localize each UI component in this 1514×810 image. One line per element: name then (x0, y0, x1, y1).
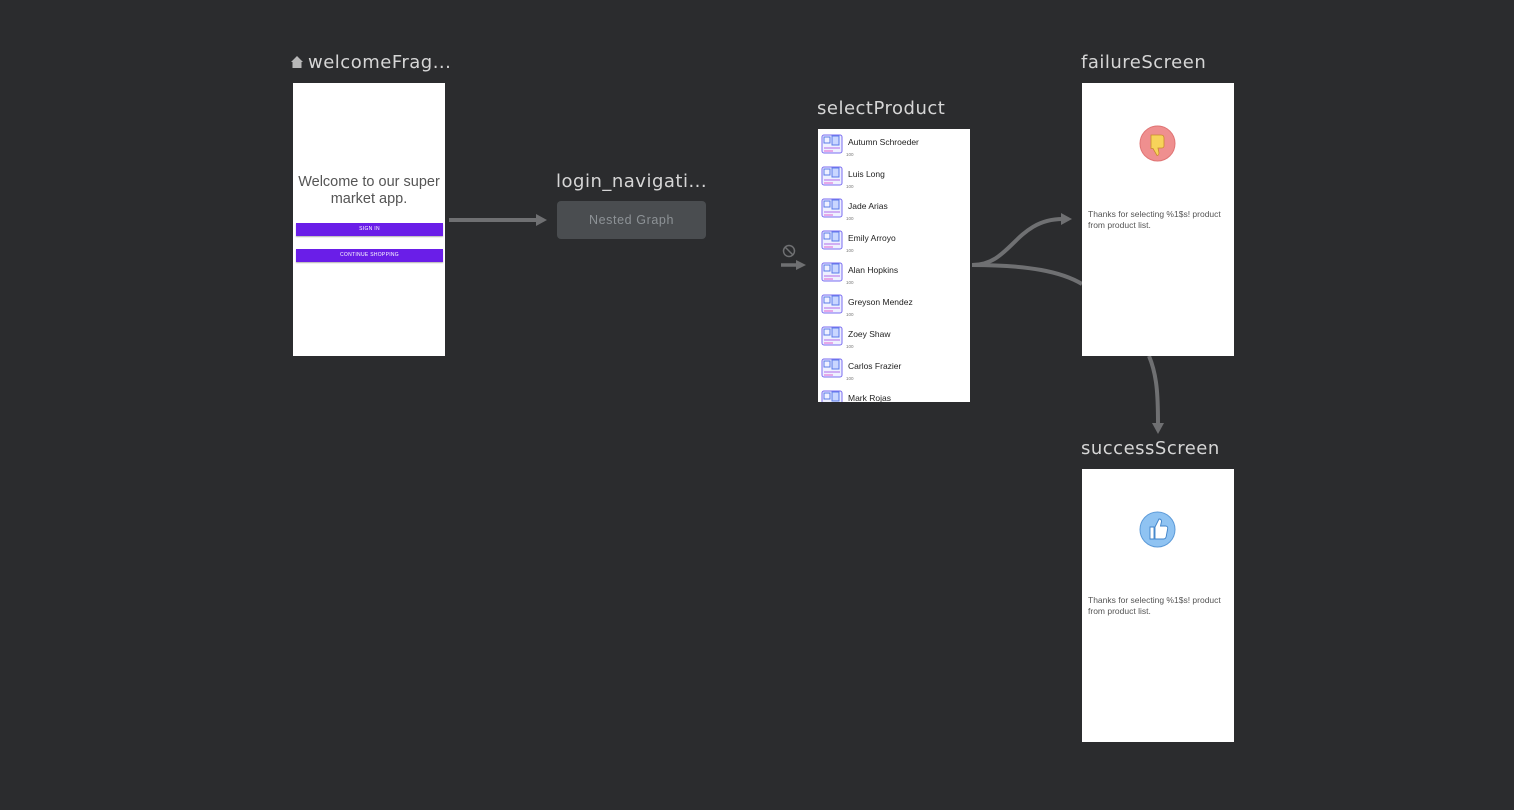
success-message: Thanks for selecting %1$s! product from … (1088, 595, 1221, 616)
product-box-icon (821, 294, 843, 314)
product-list-item: Carlos Frazier 100 (818, 353, 970, 385)
welcome-screen-preview[interactable]: Welcome to our super market app. SIGN IN… (293, 83, 445, 356)
product-box-icon (821, 166, 843, 186)
product-value: 100 (846, 152, 854, 157)
product-name: Emily Arroyo (848, 233, 896, 243)
product-name: Zoey Shaw (848, 329, 891, 339)
product-box-icon (821, 262, 843, 282)
product-list-item: Jade Arias 100 (818, 193, 970, 225)
welcome-title-text: welcomeFrag... (308, 52, 452, 73)
welcome-message: Welcome to our super market app. (298, 174, 440, 207)
action-select-to-success[interactable] (971, 263, 1164, 434)
select-product-title[interactable]: selectProduct (817, 98, 946, 119)
product-name: Autumn Schroeder (848, 137, 919, 147)
failure-message: Thanks for selecting %1$s! product from … (1088, 209, 1221, 230)
product-name: Jade Arias (848, 201, 888, 211)
product-value: 100 (846, 280, 854, 285)
product-value: 100 (846, 248, 854, 253)
nested-graph-node[interactable]: Nested Graph (557, 201, 706, 239)
deep-link-icon (782, 244, 796, 258)
thumbs-down-icon (1139, 125, 1176, 162)
product-name: Mark Rojas (848, 393, 891, 402)
product-list-item: Mark Rojas (818, 385, 970, 402)
product-box-icon (821, 326, 843, 346)
action-welcome-to-login[interactable] (449, 214, 547, 226)
action-select-to-failure[interactable] (971, 213, 1072, 267)
product-name: Luis Long (848, 169, 885, 179)
product-list-item: Autumn Schroeder 100 (818, 129, 970, 161)
product-box-icon (821, 390, 843, 402)
sign-in-button: SIGN IN (296, 223, 443, 236)
product-value: 100 (846, 376, 854, 381)
product-name: Greyson Mendez (848, 297, 913, 307)
continue-shopping-button: CONTINUE SHOPPING (296, 249, 443, 262)
thumbs-up-icon (1139, 511, 1176, 548)
welcome-destination-title[interactable]: welcomeFrag... (290, 52, 451, 73)
product-list-item: Luis Long 100 (818, 161, 970, 193)
product-box-icon (821, 358, 843, 378)
product-value: 100 (846, 184, 854, 189)
home-icon (291, 56, 303, 68)
product-name: Alan Hopkins (848, 265, 899, 275)
product-name: Carlos Frazier (848, 361, 902, 371)
success-screen-title[interactable]: successScreen (1081, 438, 1220, 459)
product-value: 100 (846, 344, 854, 349)
product-list-item: Zoey Shaw 100 (818, 321, 970, 353)
product-list-item: Alan Hopkins 100 (818, 257, 970, 289)
product-value: 100 (846, 216, 854, 221)
product-box-icon (821, 198, 843, 218)
failure-screen-preview[interactable]: Thanks for selecting %1$s! product from … (1082, 83, 1234, 356)
action-into-select-product[interactable] (781, 260, 806, 270)
product-box-icon (821, 230, 843, 250)
product-list-item: Emily Arroyo 100 (818, 225, 970, 257)
login-navigation-title[interactable]: login_navigati... (556, 171, 708, 192)
success-screen-preview[interactable]: Thanks for selecting %1$s! product from … (1082, 469, 1234, 742)
failure-screen-title[interactable]: failureScreen (1081, 52, 1207, 73)
product-value: 100 (846, 312, 854, 317)
product-list-item: Greyson Mendez 100 (818, 289, 970, 321)
product-box-icon (821, 134, 843, 154)
